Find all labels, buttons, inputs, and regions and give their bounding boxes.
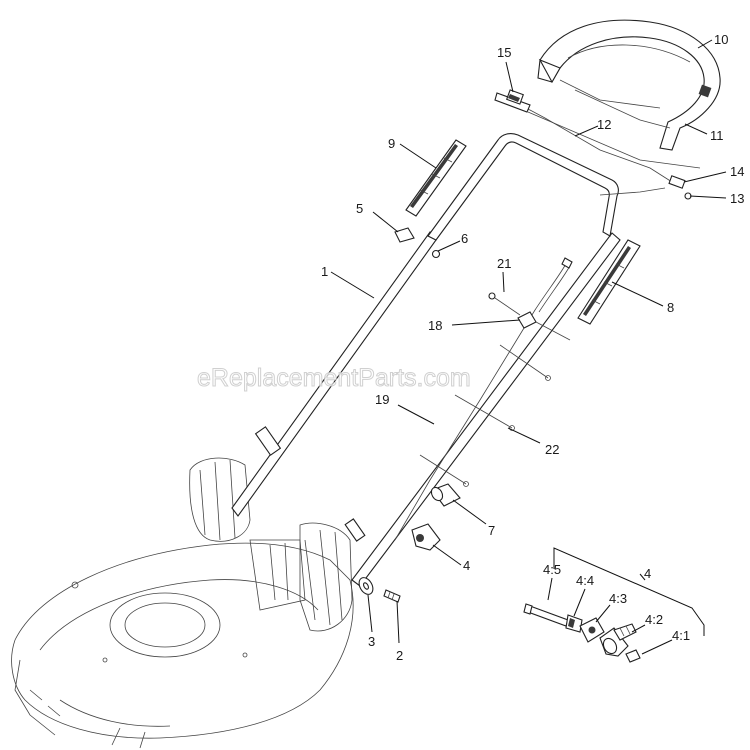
callout-labels: 1 2 3 4 4 4:5 4:4 4:3 4:2 4:1 5 6 7 8 9 … [321, 32, 744, 663]
callout-14: 14 [730, 164, 744, 179]
callout-15: 15 [497, 45, 511, 60]
callout-4: 4 [463, 558, 470, 573]
grip-pad-left [405, 139, 467, 217]
callout-5: 5 [356, 201, 363, 216]
callout-4-5: 4:5 [543, 562, 561, 577]
callout-4-group: 4 [644, 566, 651, 581]
leader-lines [330, 39, 727, 655]
washer [358, 577, 374, 595]
bolt [383, 589, 401, 603]
pivot-bracket [411, 523, 441, 551]
callout-21: 21 [497, 256, 511, 271]
drive-cable [394, 257, 573, 541]
callout-4-4: 4:4 [576, 573, 594, 588]
callout-4-3: 4:3 [609, 591, 627, 606]
bail-bar [537, 19, 721, 151]
cable-adjuster [668, 175, 692, 200]
rear-wheel-assembly [189, 457, 353, 632]
upper-handle [427, 133, 619, 241]
callout-6: 6 [461, 231, 468, 246]
height-adjust-knob [430, 483, 461, 507]
callout-18: 18 [428, 318, 442, 333]
callout-2: 2 [396, 648, 403, 663]
callout-4-2: 4:2 [645, 612, 663, 627]
callout-3: 3 [368, 634, 375, 649]
mower-deck [11, 542, 354, 749]
callout-11: 11 [710, 128, 724, 143]
callout-9: 9 [388, 136, 395, 151]
callout-8: 8 [667, 300, 674, 315]
callout-4-1: 4:1 [672, 628, 690, 643]
cable-guide [488, 292, 571, 341]
callout-19: 19 [375, 392, 389, 407]
handle-bolts [419, 344, 551, 487]
pivot-subassembly [523, 603, 641, 663]
callout-7: 7 [488, 523, 495, 538]
handle-knob-clip [394, 227, 441, 259]
callout-22: 22 [545, 442, 559, 457]
watermark: eReplacementParts.com [197, 364, 471, 392]
callout-1: 1 [321, 264, 328, 279]
callout-13: 13 [730, 191, 744, 206]
callout-10: 10 [714, 32, 728, 47]
lower-handle [231, 231, 621, 587]
grip-pad-right [577, 239, 641, 325]
cable-spring [506, 89, 524, 105]
callout-12: 12 [597, 117, 611, 132]
